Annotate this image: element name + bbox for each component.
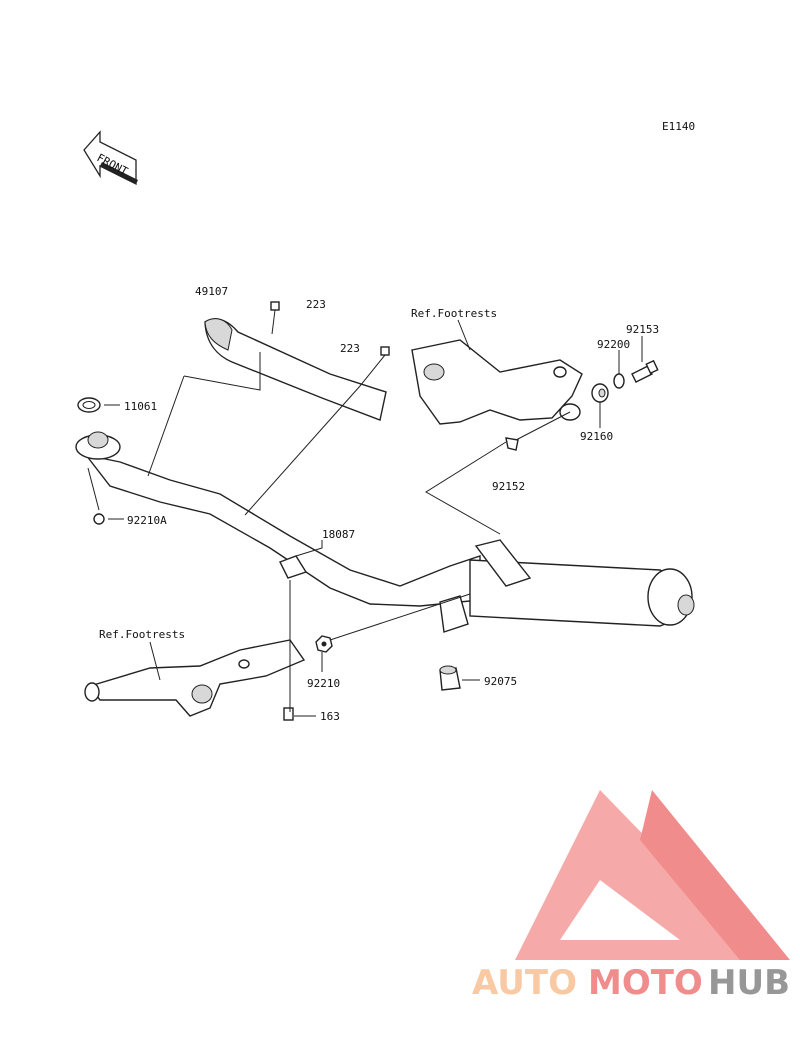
label-163: 163 (320, 710, 340, 723)
label-92210A: 92210A (127, 514, 167, 527)
collar-92152 (505, 437, 519, 451)
bolt-92153 (631, 359, 659, 383)
nut-92210 (315, 635, 333, 653)
bolt-223-b (359, 346, 390, 387)
diagram-code: E1140 (662, 120, 695, 133)
leader-lines (87, 319, 643, 717)
rubber-92160 (591, 383, 609, 403)
label-ref-footrests-bottom: Ref.Footrests (99, 628, 185, 641)
label-11061: 11061 (124, 400, 157, 413)
washer-92200 (613, 373, 625, 389)
label-92200: 92200 (597, 338, 630, 351)
label-223-b: 223 (340, 342, 360, 355)
logo-text-hub: HUB (708, 963, 790, 1003)
nut-92210A (93, 513, 105, 525)
automotohub-logo: AUTO MOTO HUB (472, 790, 790, 1003)
footrest-bracket-bottom (84, 639, 306, 717)
label-18087: 18087 (322, 528, 355, 541)
bolt-223-a (270, 301, 280, 335)
logo-text-moto: MOTO (588, 963, 703, 1003)
bolt-163 (283, 707, 294, 721)
rubber-92075 (439, 665, 461, 691)
heat-shield-49107 (204, 318, 387, 421)
logo-triangle-inner (560, 880, 680, 940)
label-49107: 49107 (195, 285, 228, 298)
exhaust-pipe-18087 (84, 453, 481, 607)
label-92152: 92152 (492, 480, 525, 493)
label-ref-footrests-top: Ref.Footrests (411, 307, 497, 320)
pipe-bracket (279, 555, 308, 579)
muffler (439, 539, 695, 633)
label-92160: 92160 (580, 430, 613, 443)
pipe-flange (75, 431, 121, 460)
label-92210: 92210 (307, 677, 340, 690)
logo-triangle-right (640, 790, 790, 960)
logo-text-auto: AUTO (472, 963, 577, 1003)
footrest-bracket-top (411, 339, 583, 425)
label-223-a: 223 (306, 298, 326, 311)
label-92075: 92075 (484, 675, 517, 688)
label-92153: 92153 (626, 323, 659, 336)
front-arrow-icon: FRONT (83, 130, 138, 186)
gasket-11061 (77, 397, 101, 413)
